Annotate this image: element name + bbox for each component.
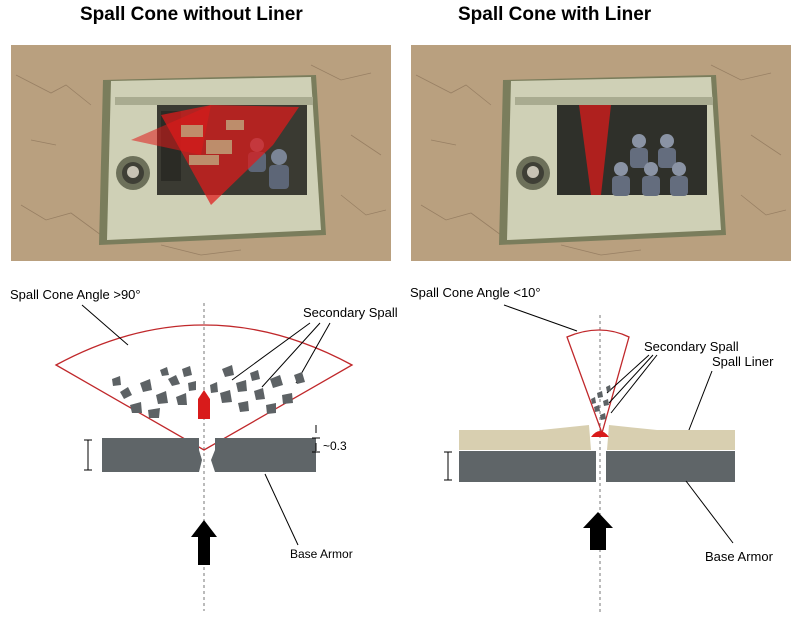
base-armor-label: Base Armor — [705, 549, 774, 564]
base-armor-label: Base Armor — [290, 547, 353, 561]
spall-fragments — [591, 385, 611, 420]
cone-angle-label: Spall Cone Angle >90° — [10, 287, 141, 302]
impact-arrow-icon — [583, 512, 613, 550]
spall-cone — [54, 324, 354, 451]
base-armor — [459, 451, 735, 482]
spall-liner-label: Spall Liner — [712, 354, 774, 369]
right-panel-title: Spall Cone with Liner — [458, 4, 652, 25]
spall-diagram-with-liner: Spall Cone Angle <10° Secondary Spall Sp… — [410, 285, 774, 613]
spall-cone-overlay — [579, 105, 611, 195]
left-panel-title: Spall Cone without Liner — [80, 4, 303, 25]
base-armor — [102, 438, 316, 472]
spall-liner — [459, 425, 735, 450]
spall-cone — [566, 329, 630, 436]
crew-figures — [612, 134, 688, 196]
gap-label: ~0.3 — [323, 439, 347, 453]
penetrator — [591, 431, 609, 437]
secondary-spall-label: Secondary Spall — [644, 339, 739, 354]
hatch-left — [516, 156, 550, 190]
hatch-left — [116, 156, 150, 190]
vehicle-scene-with-liner — [411, 45, 791, 261]
secondary-spall-label: Secondary Spall — [303, 305, 398, 320]
vehicle-scene-without-liner — [11, 45, 391, 261]
impact-arrow-icon — [191, 520, 217, 565]
penetrator — [198, 390, 210, 419]
spall-diagram-without-liner: Spall Cone Angle >90° Secondary Spall ~0… — [10, 287, 398, 611]
spall-fragments — [112, 365, 305, 418]
cone-angle-label: Spall Cone Angle <10° — [410, 285, 541, 300]
